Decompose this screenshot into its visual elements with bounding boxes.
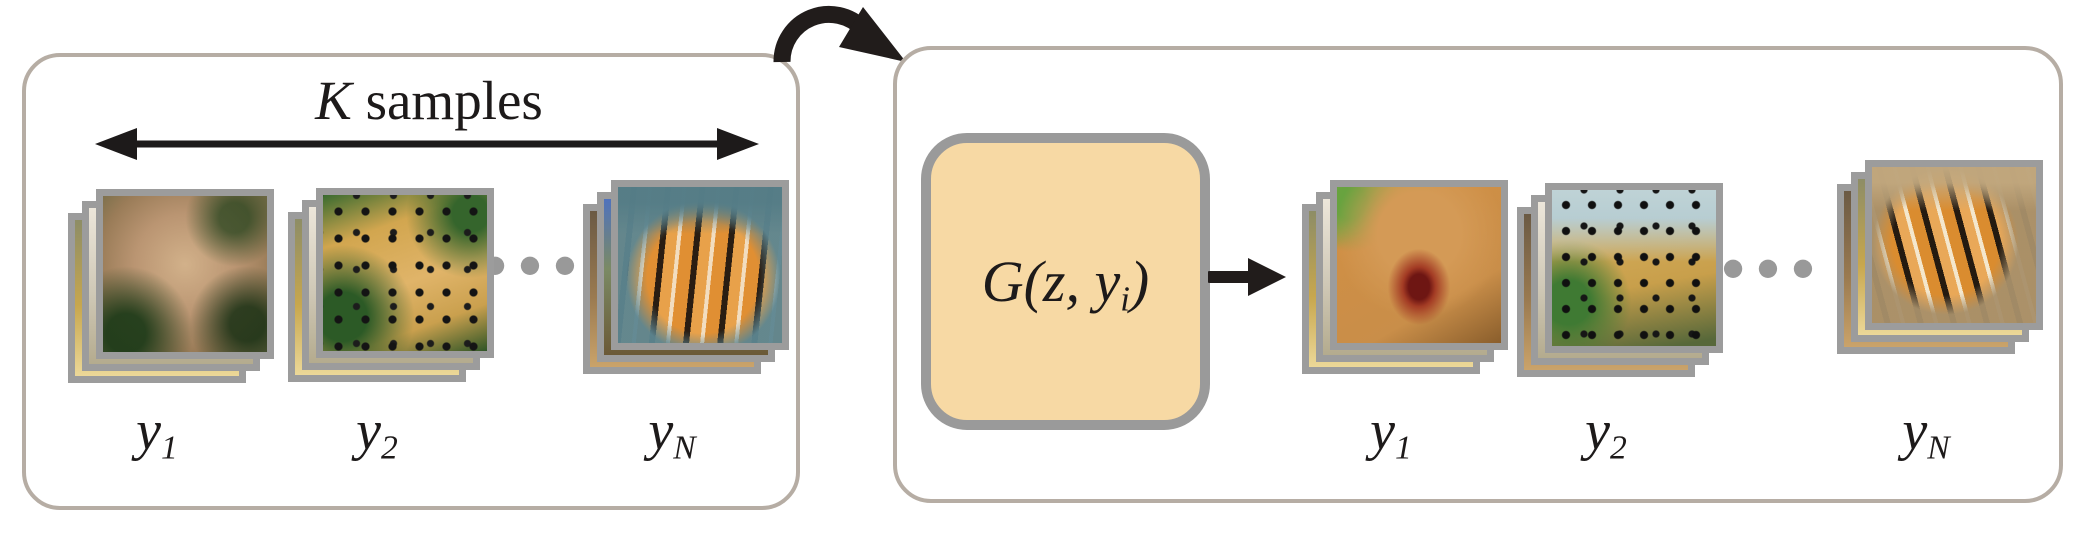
support-set-panel: K samples ●●● y1 y2 yN [22, 53, 800, 510]
double-arrow-icon [95, 128, 759, 160]
jaguar-photo-icon [1545, 183, 1723, 353]
cougar-photo-icon [96, 189, 274, 359]
image-stack-left-y1 [68, 189, 274, 383]
image-stack-left-y2 [288, 188, 494, 382]
image-stack-left-yN [583, 180, 789, 374]
k-variable: K [315, 70, 352, 131]
curved-arrow-icon [773, 5, 906, 63]
class-label-y2: y2 [356, 400, 398, 467]
ellipsis-dots: ●●● [1722, 253, 1828, 281]
class-label-yN: yN [648, 400, 696, 467]
cougar-photo-icon [1330, 180, 1508, 350]
ellipsis-dots: ●●● [484, 250, 590, 278]
class-label-y1: y1 [1370, 400, 1412, 467]
jaguar-photo-icon [316, 188, 494, 358]
image-stack-right-y1 [1302, 180, 1508, 374]
generator-box: G(z, yi) [921, 133, 1210, 430]
class-label-y1: y1 [136, 400, 178, 467]
tiger-photo-icon [1865, 160, 2043, 330]
image-stack-right-y2 [1517, 183, 1723, 377]
samples-word: samples [351, 70, 543, 131]
class-label-y2: y2 [1585, 400, 1627, 467]
k-samples-label: K samples [99, 70, 759, 132]
image-stack-right-yN [1837, 160, 2043, 354]
arrow-right-icon [1208, 258, 1286, 296]
generator-panel: G(z, yi) ●●● y1 y2 yN [893, 46, 2063, 503]
tiger-photo-icon [611, 180, 789, 350]
class-label-yN: yN [1902, 400, 1950, 467]
generator-formula: G(z, yi) [981, 249, 1150, 319]
